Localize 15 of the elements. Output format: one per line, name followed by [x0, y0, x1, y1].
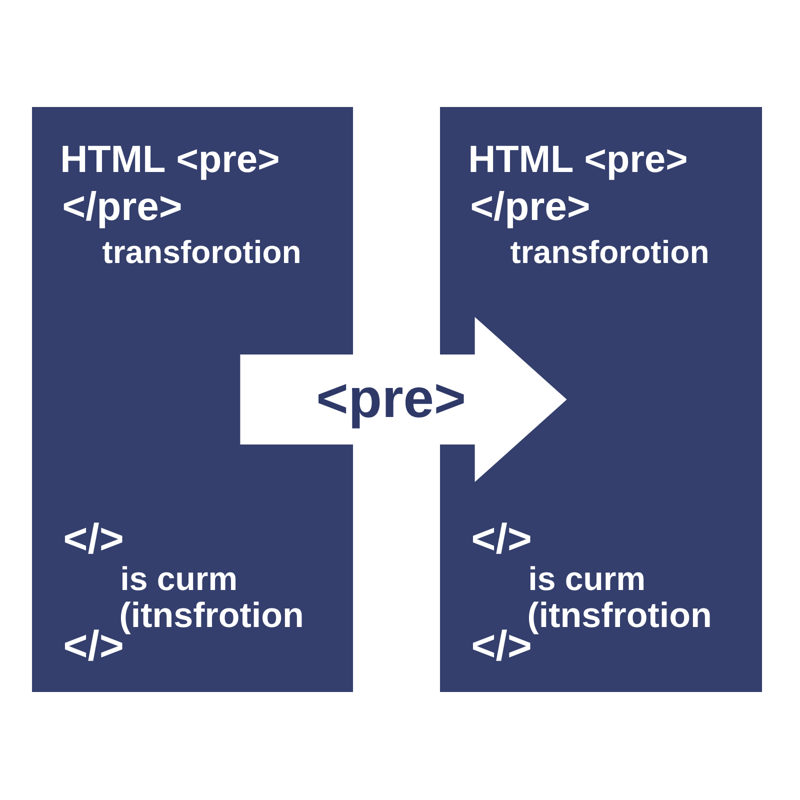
code-tag: </>: [64, 522, 122, 554]
panel-heading: HTML <pre>: [470, 146, 686, 180]
code-tag: </>: [64, 630, 122, 661]
edge-label: <pre>: [315, 383, 468, 430]
code-tag: </pre>: [472, 191, 589, 228]
panel-heading: HTML <pre>: [62, 146, 278, 180]
code-tag: </>: [472, 522, 530, 554]
panel-text: is curm: [530, 566, 644, 590]
panel-text: transforotion: [102, 240, 300, 264]
panel-text: (itnsfrotion: [528, 602, 710, 634]
code-tag: </>: [472, 630, 530, 661]
code-tag: </pre>: [64, 191, 181, 228]
panel-text: is curm: [122, 566, 236, 590]
panel-text: transforotion: [510, 240, 708, 264]
panel-text: (itnsfrotion: [120, 602, 302, 634]
